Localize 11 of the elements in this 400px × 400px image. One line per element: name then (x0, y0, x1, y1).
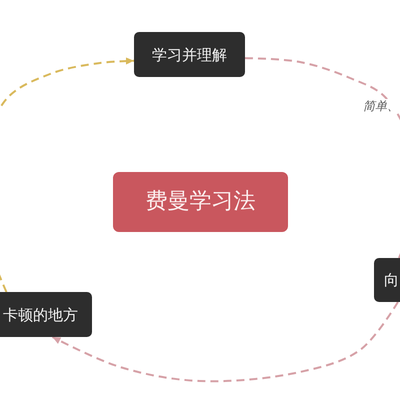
step-text: 学习并理解 (152, 46, 227, 64)
method-box (113, 172, 288, 232)
step-box (374, 258, 400, 302)
dashed-arrow (0, 57, 134, 292)
step-box (0, 292, 92, 337)
step-text: 向 (384, 271, 399, 289)
dashed-arrow (52, 301, 399, 382)
dashed-connector (244, 57, 400, 258)
step-text: 卡顿的地方 (3, 306, 78, 324)
step-box (134, 32, 245, 77)
method-title: 费曼学习法 (146, 188, 256, 216)
